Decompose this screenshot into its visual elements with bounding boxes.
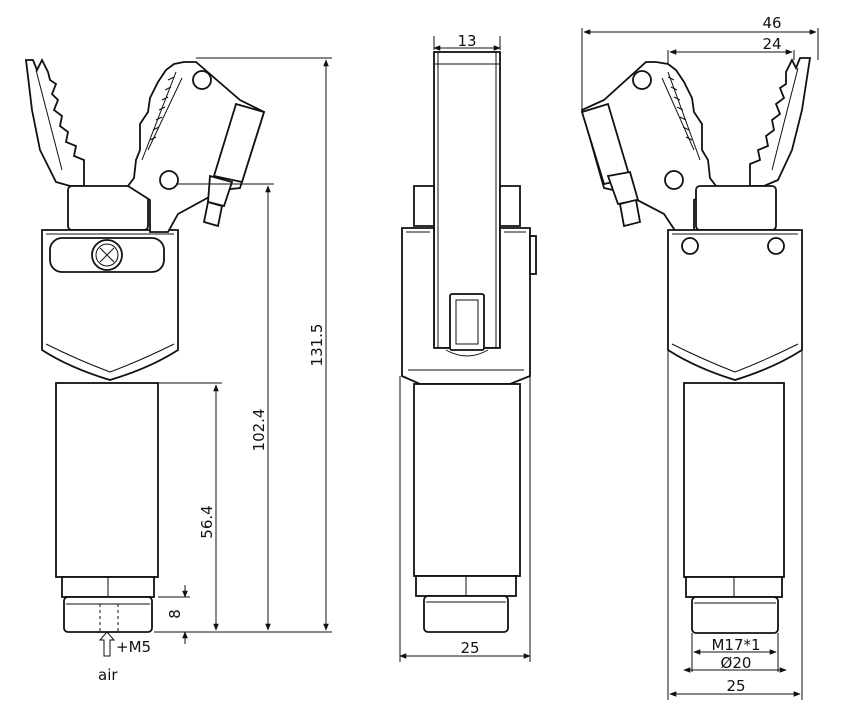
front-main-housing <box>401 227 531 385</box>
right-dimensions: 46 24 M17*1 Ø20 25 <box>581 14 819 700</box>
right-side-view <box>580 57 812 634</box>
front-dimensions: 13 25 <box>399 32 531 662</box>
left-phillips-screw-icon <box>91 239 123 271</box>
dim-diameter: Ø20 <box>721 654 752 672</box>
left-fixed-jaw <box>24 57 85 187</box>
right-sensor-plug <box>606 170 640 206</box>
air-port-arrow-icon <box>98 631 116 657</box>
right-housing-hole-right <box>767 237 785 255</box>
left-sensor-box <box>212 102 266 184</box>
right-jaw-hole-lower <box>664 170 684 190</box>
right-main-housing <box>667 229 803 381</box>
left-moving-jaw <box>126 61 266 233</box>
left-sensor-pin <box>202 200 224 228</box>
right-cylinder-body <box>683 382 785 578</box>
right-sensor-box <box>580 102 632 186</box>
dim-base-height: 8 <box>166 609 184 619</box>
left-base-cap <box>63 596 153 633</box>
dim-open-width: 46 <box>762 14 781 32</box>
dim-thread: M17*1 <box>711 636 760 654</box>
dim-height-to-jaw: 102.4 <box>250 409 268 452</box>
air-label: air <box>98 666 118 684</box>
dim-body-width-right: 25 <box>726 677 745 695</box>
left-side-view: +M5 air <box>24 57 266 684</box>
right-fixed-jaw <box>749 57 812 187</box>
front-view <box>401 51 537 633</box>
front-slide-carriage <box>449 293 485 351</box>
right-housing-hole-left <box>681 237 699 255</box>
dim-jaw-width: 24 <box>762 35 781 53</box>
left-sensor-plug <box>207 174 234 208</box>
right-base-cap <box>691 596 779 634</box>
right-head-block <box>695 185 777 231</box>
front-head-block <box>413 185 435 227</box>
front-base-cap <box>423 595 509 633</box>
dim-body-height: 56.4 <box>198 505 216 538</box>
dim-overall-height: 131.5 <box>308 324 326 367</box>
dim-body-width-front: 25 <box>460 639 479 657</box>
right-sensor-pin <box>618 198 642 228</box>
left-jaw-pivot-hole <box>192 70 212 90</box>
dim-top-width-front: 13 <box>457 32 476 50</box>
left-dimensions: 131.5 102.4 56.4 8 <box>154 57 332 644</box>
port-label: +M5 <box>116 638 151 656</box>
left-head-block <box>67 185 149 231</box>
left-cylinder-body <box>55 382 159 578</box>
front-cylinder-body <box>413 383 521 577</box>
left-jaw-hole-lower <box>159 170 179 190</box>
right-jaw-pivot-hole <box>632 70 652 90</box>
